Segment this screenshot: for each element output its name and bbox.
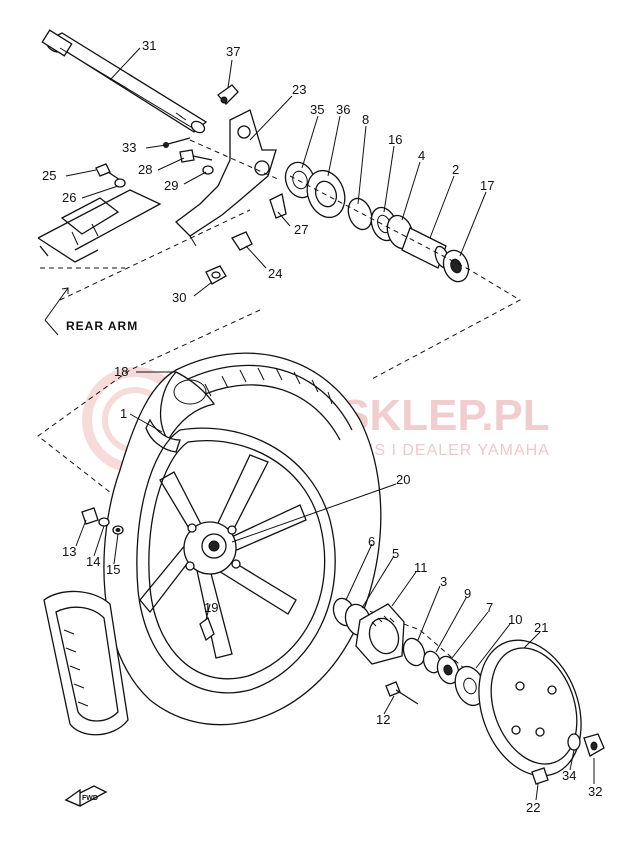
callout-20: 20 — [396, 472, 410, 487]
callout-31: 31 — [142, 38, 156, 53]
callout-24: 24 — [268, 266, 282, 281]
lower-hub-parts — [332, 597, 486, 707]
callout-12: 12 — [376, 712, 390, 727]
callout-19: 19 — [204, 600, 218, 615]
callout-4: 4 — [418, 148, 425, 163]
fwd-arrow-icon: FWD — [64, 785, 108, 807]
hardware-left — [81, 507, 124, 535]
callout-1: 1 — [120, 406, 127, 421]
callout-5: 5 — [392, 546, 399, 561]
callout-34: 34 — [562, 768, 576, 783]
callout-33: 33 — [122, 140, 136, 155]
callout-37: 37 — [226, 44, 240, 59]
callout-11: 11 — [414, 560, 428, 575]
callout-16: 16 — [388, 132, 402, 147]
callout-18: 18 — [114, 364, 128, 379]
brake-plate — [478, 639, 605, 785]
callout-25: 25 — [42, 168, 56, 183]
tire-section — [43, 590, 129, 736]
callout-35: 35 — [310, 102, 324, 117]
leader-lines — [65, 47, 595, 801]
wheel-assembly — [103, 352, 382, 726]
callout-3: 3 — [440, 574, 447, 589]
callout-29: 29 — [164, 178, 178, 193]
callout-21: 21 — [534, 620, 548, 635]
callout-32: 32 — [588, 784, 602, 799]
callout-8: 8 — [362, 112, 369, 127]
rear-arm-label: REAR ARM — [66, 319, 138, 333]
callout-30: 30 — [172, 290, 186, 305]
callout-6: 6 — [368, 534, 375, 549]
callout-9: 9 — [464, 586, 471, 601]
rear-arm — [37, 189, 162, 336]
callout-36: 36 — [336, 102, 350, 117]
axle — [41, 29, 208, 134]
upper-hub-parts — [284, 161, 470, 283]
callout-22: 22 — [526, 800, 540, 815]
callout-28: 28 — [138, 162, 152, 177]
callout-17: 17 — [480, 178, 494, 193]
callout-2: 2 — [452, 162, 459, 177]
callout-10: 10 — [508, 612, 522, 627]
hardware-upper — [95, 84, 287, 285]
callout-labels: 31 37 23 35 36 8 16 4 2 17 33 28 29 25 2… — [42, 38, 602, 815]
brake-bracket — [175, 109, 277, 247]
callout-7: 7 — [486, 600, 493, 615]
callout-23: 23 — [292, 82, 306, 97]
callout-27: 27 — [294, 222, 308, 237]
callout-14: 14 — [86, 554, 100, 569]
fwd-label: FWD — [82, 795, 98, 802]
callout-26: 26 — [62, 190, 76, 205]
callout-13: 13 — [62, 544, 76, 559]
callout-15: 15 — [106, 562, 120, 577]
